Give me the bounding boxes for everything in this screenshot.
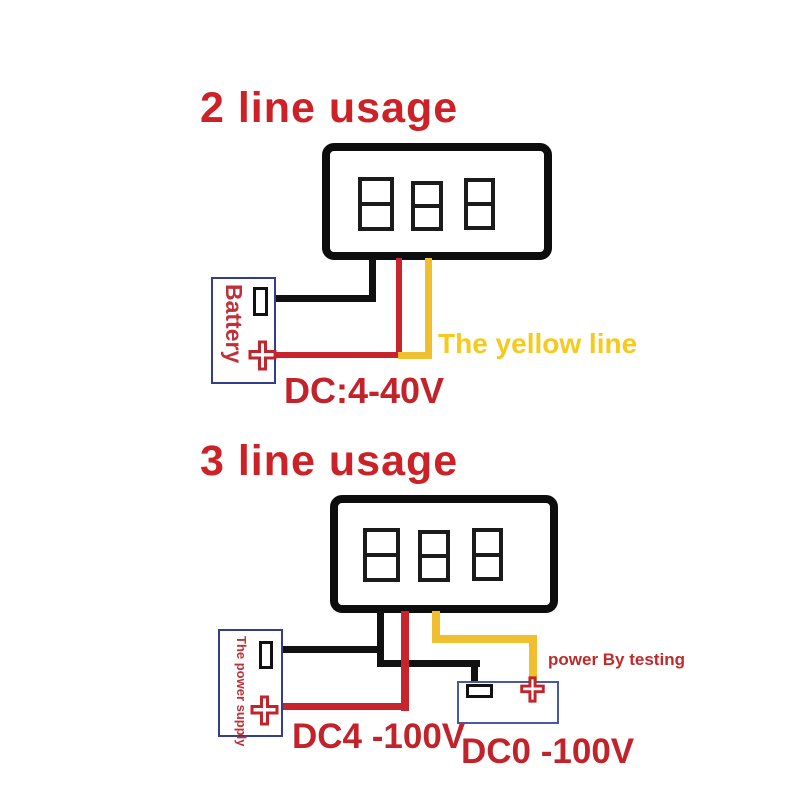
seven-segment-digit: [418, 530, 450, 582]
minus-terminal-icon: [259, 641, 273, 669]
red-wire-vertical-2: [401, 611, 409, 711]
plus-terminal-icon: [248, 340, 277, 371]
red-wire-vertical-1: [396, 258, 402, 358]
red-wire-horizontal-1: [271, 352, 402, 358]
black-wire-horizontal-left: [268, 646, 384, 653]
seven-segment-digit: [464, 178, 495, 230]
voltage-range-label-1: DC:4-40V: [284, 370, 445, 411]
black-wire-vertical-3: [471, 660, 478, 684]
black-wire-horizontal-1: [265, 295, 376, 302]
minus-terminal-icon: [466, 684, 493, 698]
power-by-testing-note: power By testing: [548, 650, 685, 669]
power-supply-box: [218, 629, 283, 737]
seven-segment-digit: [472, 528, 503, 581]
yellow-wire-vertical-2: [432, 611, 440, 643]
seven-segment-digit: [363, 528, 400, 582]
red-wire-horizontal-2: [277, 703, 409, 710]
black-wire-horizontal-right: [377, 660, 480, 667]
plus-terminal-icon: [250, 695, 279, 726]
voltage-range-label-left: DC4 -100V: [292, 717, 466, 756]
yellow-wire-vertical-4: [529, 635, 537, 682]
voltmeter-display-1: [322, 143, 552, 260]
black-wire-vertical-1: [369, 258, 376, 302]
yellow-wire-horizontal-2: [432, 635, 537, 643]
yellow-wire-horizontal-1: [398, 352, 432, 359]
seven-segment-digit: [411, 181, 443, 231]
section-title-2line: 2 line usage: [200, 84, 459, 132]
yellow-line-note: The yellow line: [438, 328, 638, 359]
plus-terminal-icon: [520, 676, 545, 703]
minus-terminal-icon: [253, 287, 268, 316]
voltage-range-label-right: DC0 -100V: [461, 732, 635, 771]
power-supply-label: The power supply: [234, 636, 249, 747]
battery-label: Battery: [221, 284, 247, 364]
black-wire-vertical-2: [377, 611, 384, 667]
section-title-3line: 3 line usage: [200, 437, 459, 485]
yellow-wire-vertical-1: [425, 258, 432, 359]
voltmeter-display-2: [330, 495, 558, 613]
seven-segment-digit: [358, 177, 394, 231]
